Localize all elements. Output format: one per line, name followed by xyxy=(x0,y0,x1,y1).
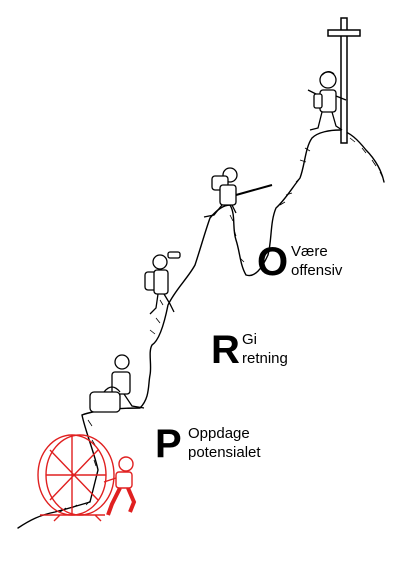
kneeling-climber-icon xyxy=(89,354,145,413)
binocular-climber-icon xyxy=(144,251,181,315)
stage-o-letter: O xyxy=(257,240,289,284)
mountain-ridge xyxy=(17,129,385,529)
stage-r-line2: retning xyxy=(242,350,288,367)
stage-p-line2: potensialet xyxy=(188,444,261,461)
stage-r-letter: R xyxy=(211,328,240,372)
hamster-wheel-icon xyxy=(37,434,115,522)
summit-cross-icon xyxy=(327,17,361,144)
stage-p-letter: P xyxy=(155,422,182,466)
pole-climber-icon xyxy=(203,167,273,218)
runner-icon xyxy=(103,456,137,516)
summit-climber-icon xyxy=(307,71,347,131)
stage-o-line1: Være xyxy=(291,243,328,260)
rock-texture xyxy=(59,137,384,513)
stage-r-line1: Gi xyxy=(242,331,257,348)
stage-p-line1: Oppdage xyxy=(188,425,250,442)
stage-o-line2: offensiv xyxy=(291,262,343,279)
